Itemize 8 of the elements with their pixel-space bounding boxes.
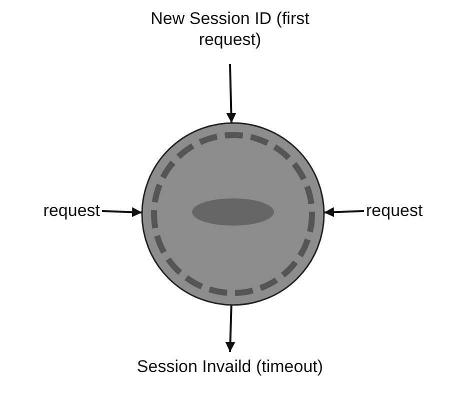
arrow <box>102 207 142 218</box>
arrow <box>225 304 236 352</box>
caption-label: New Session ID (first request) <box>150 8 310 50</box>
caption-label: Session Invaild (timeout) <box>136 356 324 377</box>
caption-label: request <box>42 200 100 221</box>
arrow <box>324 207 364 218</box>
arrow <box>226 64 236 124</box>
caption-label: request <box>366 200 424 221</box>
